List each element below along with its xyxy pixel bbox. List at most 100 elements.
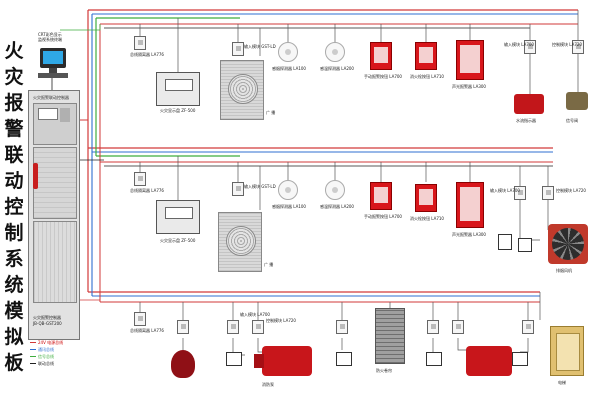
hydrant-button-icon bbox=[415, 184, 437, 212]
row1-control-module-label: 控制模块 LA720 bbox=[552, 42, 582, 47]
row3-pump-label: 消防泵 bbox=[262, 382, 274, 387]
input-module-icon bbox=[427, 320, 439, 334]
fire-shutter-icon bbox=[375, 308, 405, 364]
title-char: 模 bbox=[4, 300, 24, 322]
row1-water-flow-label: 水流指示器 bbox=[516, 118, 536, 123]
row1-input-module-label: 输入模块 LA700 bbox=[504, 42, 534, 47]
water-flow-indicator-icon bbox=[514, 94, 544, 114]
title-char: 警 bbox=[4, 118, 24, 140]
cabinet-handset-icon bbox=[33, 163, 38, 189]
input-module-icon bbox=[524, 40, 536, 54]
broadcast-speaker-icon bbox=[218, 212, 262, 272]
monitor-stand-icon bbox=[49, 68, 57, 73]
io-module-icon bbox=[232, 42, 244, 56]
fire-display-panel-icon bbox=[156, 72, 200, 106]
pressure-switch-icon bbox=[171, 350, 195, 378]
title-char: 报 bbox=[4, 92, 24, 114]
manual-alarm-button-icon bbox=[370, 182, 392, 210]
title-char: 联 bbox=[4, 144, 24, 166]
fire-pump-icon bbox=[466, 346, 512, 376]
control-module-icon bbox=[522, 320, 534, 334]
row1-isolator-label: 总线隔离器 LA776 bbox=[130, 52, 164, 57]
row2-fan-label: 排烟风机 bbox=[556, 268, 572, 273]
row2-control-module-label: 控制模块 LA720 bbox=[556, 188, 586, 193]
cabinet-bottom-label-2: JB-QB-GST200 bbox=[33, 321, 62, 326]
cabinet-module-rack bbox=[33, 147, 77, 219]
row3-bus-lines bbox=[88, 291, 540, 303]
legend-item: 联动总线 bbox=[38, 361, 54, 366]
row1-signal-valve-label: 信号阀 bbox=[566, 118, 578, 123]
input-module-icon bbox=[514, 186, 526, 200]
relay-box-icon bbox=[426, 352, 442, 366]
control-module-icon bbox=[252, 320, 264, 334]
title-char: 火 bbox=[4, 40, 24, 62]
controller-cabinet: 火灾报警联动控制器 火灾报警控制器 JB-QB-GST200 bbox=[28, 90, 80, 340]
legend-item: 信号总线 bbox=[38, 354, 54, 359]
io-module-icon bbox=[232, 182, 244, 196]
relay-box-icon bbox=[512, 352, 528, 366]
row3-module-a-label: 输入模块 LA700 bbox=[240, 312, 270, 317]
row2-alarm-bell-label: 声光报警器 LA300 bbox=[452, 232, 486, 237]
row2-input-module-label: 输入模块 LA700 bbox=[490, 188, 520, 193]
hydrant-button-icon bbox=[415, 42, 437, 70]
row1-drops bbox=[139, 10, 579, 94]
row3-elevator-label: 电梯 bbox=[558, 380, 566, 385]
isolator-module-icon bbox=[134, 172, 146, 186]
title-char: 控 bbox=[4, 196, 24, 218]
row1-alarm-bell-label: 声光报警器 LA300 bbox=[452, 84, 486, 89]
title-char: 制 bbox=[4, 222, 24, 244]
cabinet-display-panel bbox=[33, 103, 77, 145]
row1-smoke-1-label: 感烟探测器 LA100 bbox=[272, 66, 306, 71]
smoke-detector-icon bbox=[278, 42, 298, 62]
alarm-bell-icon bbox=[456, 182, 484, 228]
fire-pump-icon bbox=[254, 346, 312, 376]
row1-manual-alarm-label: 手动报警按钮 LA700 bbox=[364, 74, 402, 79]
heat-detector-icon bbox=[325, 42, 345, 62]
row3-isolator-label: 总线隔离器 LA776 bbox=[130, 328, 164, 333]
title-char: 板 bbox=[4, 352, 24, 374]
manual-alarm-button-icon bbox=[370, 42, 392, 70]
monitor-label-2: 监视系统终端 bbox=[38, 37, 62, 42]
broadcast-speaker-icon bbox=[220, 60, 264, 120]
title-char: 拟 bbox=[4, 326, 24, 348]
row2-bus-lines bbox=[88, 147, 553, 167]
row3-shutter-label: 防火卷帘 bbox=[376, 368, 392, 373]
title-char: 动 bbox=[4, 170, 24, 192]
signal-valve-icon bbox=[566, 92, 588, 110]
row1-panel-label: 火灾显示盘 ZF-500 bbox=[160, 108, 196, 113]
row2-hydrant-label: 消火栓按钮 LA710 bbox=[410, 216, 444, 221]
fire-display-panel-icon bbox=[156, 200, 200, 234]
row2-module-io-label: 输入模块 GST-LD bbox=[244, 184, 276, 189]
row2-drops bbox=[139, 156, 549, 241]
legend-item: 24V 电源总线 bbox=[38, 340, 64, 345]
elevator-icon bbox=[550, 326, 584, 376]
cabinet-connections bbox=[51, 10, 104, 302]
relay-box-icon bbox=[498, 234, 512, 250]
monitor-label-1: CRT彩色显示 bbox=[38, 32, 62, 37]
isolator-module-icon bbox=[134, 36, 146, 50]
keyboard-icon bbox=[38, 73, 68, 78]
row2-smoke-1-label: 感烟探测器 LA100 bbox=[272, 204, 306, 209]
row2-broadcast-label: 广 播 bbox=[264, 262, 274, 267]
row1-smoke-2-label: 感温探测器 LA200 bbox=[320, 66, 354, 71]
monitor-icon bbox=[40, 48, 66, 68]
row1-hydrant-label: 消火栓按钮 LA710 bbox=[410, 74, 444, 79]
cabinet-top-label: 火灾报警联动控制器 bbox=[33, 95, 69, 100]
row1-module-io-label: 输入模块 GST-LD bbox=[244, 44, 276, 49]
title-char: 统 bbox=[4, 274, 24, 296]
smoke-detector-icon bbox=[278, 180, 298, 200]
row2-smoke-2-label: 感温探测器 LA200 bbox=[320, 204, 354, 209]
relay-box-icon bbox=[518, 238, 532, 252]
relay-box-icon bbox=[226, 352, 242, 366]
heat-detector-icon bbox=[325, 180, 345, 200]
row2-isolator-label: 总线隔离器 LA776 bbox=[130, 188, 164, 193]
title-char: 系 bbox=[4, 248, 24, 270]
row1-bus-lines bbox=[88, 9, 578, 29]
control-module-icon bbox=[572, 40, 584, 54]
cabinet-bottom-label-1: 火灾报警控制器 bbox=[33, 315, 61, 320]
legend-item: 通讯总线 bbox=[38, 347, 54, 352]
alarm-bell-icon bbox=[456, 40, 484, 80]
row2-panel-label: 火灾显示盘 ZF-500 bbox=[160, 238, 196, 243]
